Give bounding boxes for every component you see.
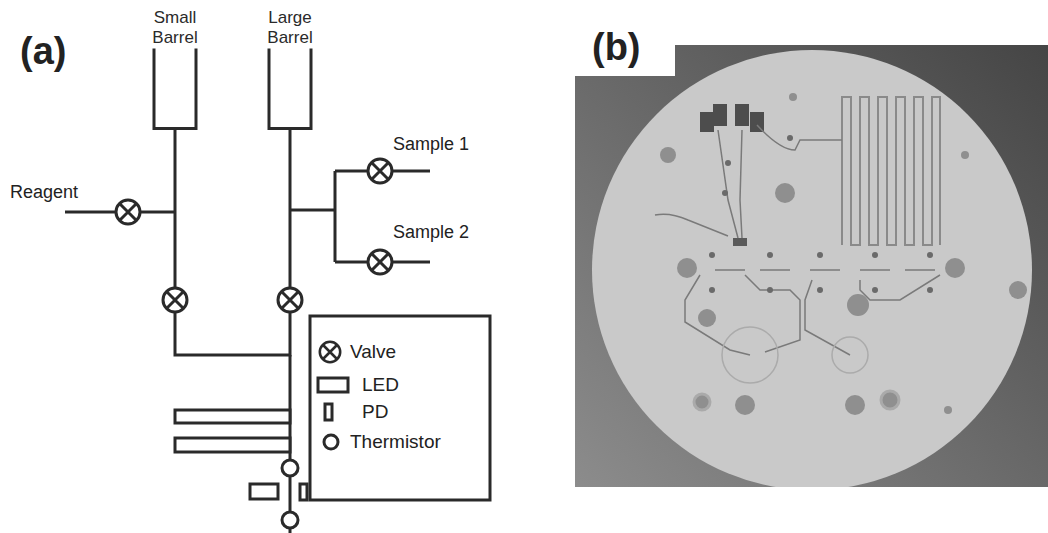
vias <box>767 287 773 293</box>
channel <box>718 130 738 238</box>
channel <box>757 125 842 150</box>
holes <box>961 151 969 159</box>
legend-symbols <box>318 342 348 449</box>
holes <box>789 93 797 101</box>
holes <box>698 309 716 327</box>
holes <box>944 406 952 414</box>
holes <box>660 93 1027 415</box>
holes <box>845 395 865 415</box>
valve-symbol <box>320 342 340 362</box>
legend-label: LED <box>362 374 399 396</box>
thermistor-symbol <box>282 512 298 528</box>
device-disc <box>592 50 1032 490</box>
channel-lines <box>65 171 430 533</box>
panel-label: (a) <box>20 30 66 73</box>
electrode-pads <box>700 104 764 246</box>
channels <box>655 125 940 355</box>
pad <box>713 104 727 126</box>
thermistor-symbol <box>324 435 338 449</box>
ring <box>832 337 868 373</box>
serpentine-channel <box>842 97 940 245</box>
disc <box>592 50 1032 490</box>
vias <box>767 252 773 258</box>
legend-label: Thermistor <box>350 431 441 453</box>
led-symbol <box>250 484 278 499</box>
channel <box>745 275 800 352</box>
thermistor-symbol <box>282 460 298 476</box>
barrel-symbol <box>144 47 206 130</box>
inlet-label: Sample 1 <box>393 134 469 155</box>
vias <box>725 160 731 166</box>
led-channel <box>175 410 290 423</box>
barrel-symbol <box>259 47 321 130</box>
led-symbol <box>318 378 348 392</box>
valve-symbol <box>163 288 187 312</box>
valve-symbol <box>368 159 392 183</box>
holes <box>1009 281 1027 299</box>
sample-lines <box>290 171 430 262</box>
barrel-outline <box>154 49 196 129</box>
pad <box>700 112 714 132</box>
pd-symbol <box>325 404 332 420</box>
holes <box>881 391 899 409</box>
vias <box>722 190 728 196</box>
barrel-node: Small Barrel <box>144 8 206 130</box>
vias <box>927 252 933 258</box>
detection-parts <box>175 410 307 528</box>
pad <box>750 112 764 132</box>
valve-symbol <box>368 250 392 274</box>
holes <box>735 395 755 415</box>
vias <box>817 252 823 258</box>
holes <box>694 394 710 410</box>
valve-symbol <box>116 200 140 224</box>
legend-label: Valve <box>350 341 396 363</box>
vias <box>787 135 793 141</box>
legend-frame <box>310 316 490 500</box>
vias <box>709 135 933 293</box>
vias <box>709 252 715 258</box>
sensor <box>733 238 747 246</box>
channel <box>715 269 935 271</box>
barrel-label: Large Barrel <box>259 8 321 47</box>
ring <box>722 327 778 383</box>
channel <box>805 280 850 355</box>
vias <box>709 287 715 293</box>
pad <box>735 104 749 126</box>
channel-connector <box>175 130 290 355</box>
pd-symbol <box>300 484 307 500</box>
valve-symbol <box>278 288 302 312</box>
channel <box>740 130 742 238</box>
holes <box>775 183 795 203</box>
holes <box>677 258 697 278</box>
channel <box>655 214 728 236</box>
vias <box>817 287 823 293</box>
vias <box>872 287 878 293</box>
barrel-label: Small Barrel <box>144 8 206 47</box>
inlet-label: Sample 2 <box>393 222 469 243</box>
legend-label: PD <box>362 401 388 423</box>
vias <box>927 287 933 293</box>
led-channel <box>175 438 290 452</box>
inlet-label: Reagent <box>10 182 78 203</box>
holes <box>660 147 676 163</box>
barrel-node: Large Barrel <box>259 8 321 130</box>
vias <box>872 252 878 258</box>
holes <box>847 294 869 316</box>
channel <box>860 275 940 300</box>
panel-label: (b) <box>592 26 641 69</box>
barrel-outline <box>269 49 311 129</box>
channel <box>685 275 750 355</box>
holes <box>945 258 965 278</box>
